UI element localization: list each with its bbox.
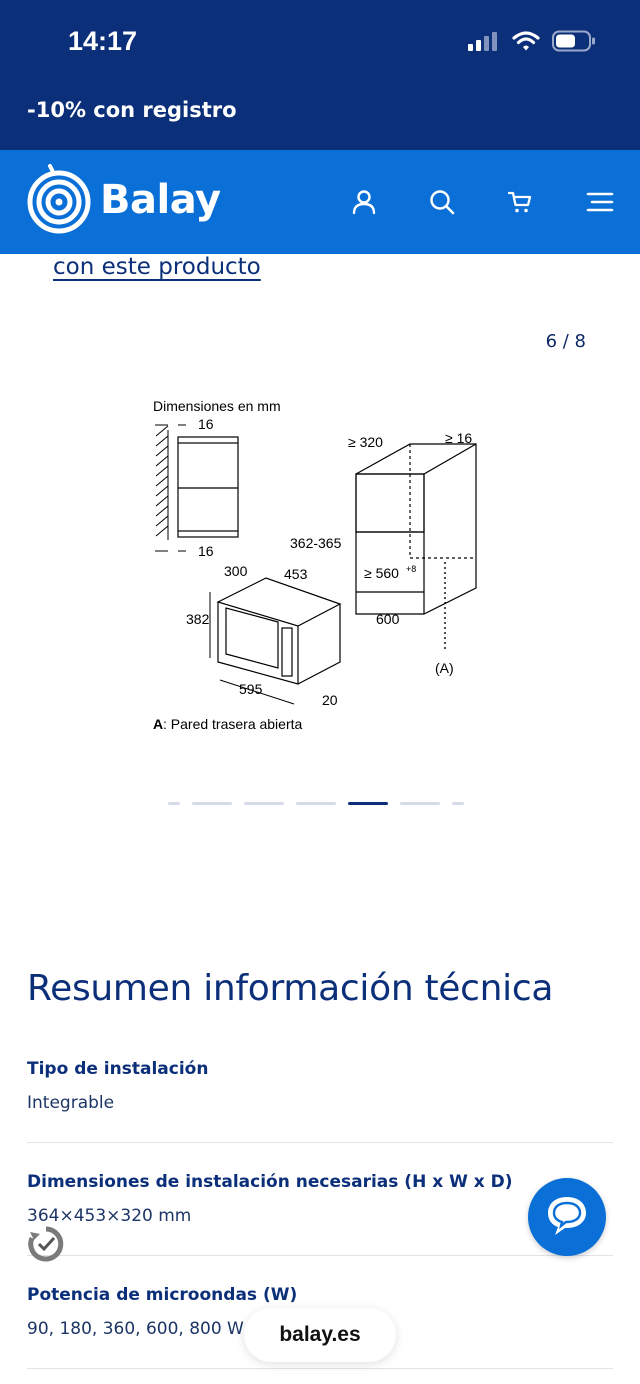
menu-icon[interactable] [584,186,616,218]
label-ge-16: ≥ 16 [445,430,472,446]
spec-label: Dimensiones de instalación necesarias (H… [27,1172,513,1192]
label-453: 453 [284,566,308,582]
site-header [0,150,640,254]
wall-hatch [155,425,169,540]
section-title: Resumen información técnica [27,968,554,1009]
balay-logo[interactable]: Balay [26,162,221,238]
product-link[interactable]: con este producto [53,254,261,280]
microwave-drawing [216,577,342,685]
label-382: 382 [186,611,210,627]
battery-icon [552,30,596,56]
search-icon[interactable] [426,186,458,218]
divider [27,1255,613,1256]
cart-icon[interactable] [504,186,536,218]
label-a-mark: (A) [435,660,454,676]
promo-banner[interactable] [0,88,640,150]
cabinet-side [177,436,239,538]
spec-value: Integrable [27,1093,115,1113]
label-16-bottom: 16 [198,543,214,559]
cabinet-box [355,443,477,615]
label-600: 600 [376,611,400,627]
pagination-dot[interactable] [192,802,232,805]
wifi-icon [512,30,540,56]
label-300: 300 [224,563,248,579]
installation-diagram[interactable]: Dimensiones en mm 16 16 ≥ [148,392,493,737]
label-20: 20 [322,692,338,708]
status-time: 14:17 [68,26,138,56]
label-ge-560-sup: +8 [406,564,416,574]
spec-item: Potencia de microondas (W) 90, 180, 360,… [27,1285,613,1339]
diagram-title: Dimensiones en mm [153,398,281,414]
note-text: : Pared trasera abierta [163,716,303,732]
gallery-pagination [168,802,464,805]
browser-url-pill[interactable]: balay.es [244,1308,396,1362]
spec-label: Potencia de microondas (W) [27,1285,298,1305]
note-a: A [153,716,163,732]
pagination-dot[interactable] [296,802,336,805]
spec-value: 90, 180, 360, 600, 800 W [27,1319,244,1339]
pagination-dot[interactable] [400,802,440,805]
recaptcha-icon[interactable] [28,1226,64,1262]
divider [27,1368,613,1369]
gallery-counter: 6 / 8 [545,331,586,352]
promo-text[interactable]: -10% con registro [27,98,237,122]
pagination-dot[interactable] [168,802,180,805]
status-icons [468,30,596,56]
spec-label: Tipo de instalación [27,1059,209,1079]
signal-icon [468,31,500,55]
spec-item: Tipo de instalación Integrable [27,1059,613,1113]
label-ge-320: ≥ 320 [348,434,383,450]
spec-value: 364×453×320 mm [27,1206,192,1226]
chat-bubble-icon [543,1191,591,1243]
label-ge-560: ≥ 560 [364,565,399,581]
pagination-dot[interactable] [244,802,284,805]
pagination-dot[interactable] [452,802,464,805]
label-362-365: 362-365 [290,535,342,551]
divider [27,1142,613,1143]
logo-word: Balay [100,177,221,223]
pagination-dot-active[interactable] [348,802,388,805]
label-16-top: 16 [198,416,214,432]
chat-button[interactable] [528,1178,606,1256]
spec-item: Dimensiones de instalación necesarias (H… [27,1172,613,1226]
logo-mark-icon [26,162,92,238]
label-595: 595 [239,681,263,697]
user-icon[interactable] [348,186,380,218]
